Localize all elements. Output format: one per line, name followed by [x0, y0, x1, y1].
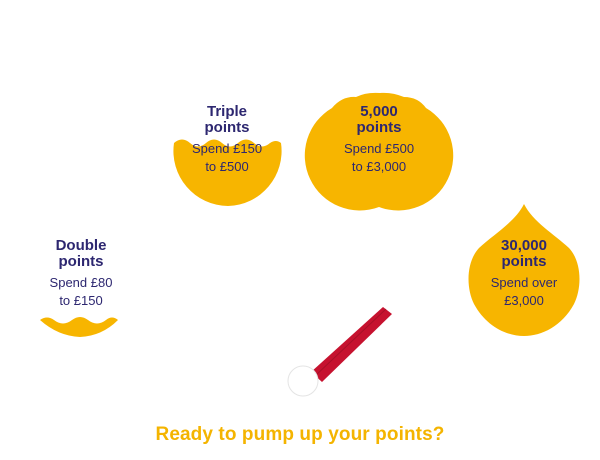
tier-spend-line2: to £500 — [205, 159, 249, 174]
tier-spend-range: Spend over £3,000 — [476, 274, 572, 310]
tier-title-line1: 30,000 — [501, 237, 547, 254]
tier-spend-range: Spend £80 to £150 — [36, 274, 126, 310]
tier-spend-range: Spend £150 to £500 — [182, 140, 272, 176]
tier-five-thousand-points: 5,000 points Spend £500 to £3,000 — [332, 104, 426, 176]
tier-title-line1: 5,000 — [360, 103, 398, 120]
tier-thirty-thousand-points: 30,000 points Spend over £3,000 — [476, 238, 572, 310]
tier-spend-range: Spend £500 to £3,000 — [332, 140, 426, 176]
gauge-hub — [287, 365, 319, 397]
tier-title-line1: Double — [55, 237, 107, 254]
tier-double-points: Double points Spend £80 to £150 — [36, 238, 126, 310]
five-thousand-points-liquid — [304, 92, 454, 211]
tier-title-line2: points — [356, 119, 402, 136]
triple-points-liquid — [173, 139, 282, 206]
tier-spend-line2: to £3,000 — [351, 159, 407, 174]
tier-spend-line2: to £150 — [59, 293, 103, 308]
double-points-liquid — [40, 317, 118, 337]
cta-headline: Ready to pump up your points? — [155, 424, 445, 445]
tier-title-line2: points — [501, 253, 547, 270]
thirty-thousand-points-drop — [468, 204, 580, 336]
tier-title-line2: points — [204, 119, 250, 136]
tier-spend-line1: Spend £150 — [191, 141, 263, 156]
tier-title-line2: points — [58, 253, 104, 270]
tier-spend-line1: Spend over — [490, 275, 558, 290]
tier-triple-points: Triple points Spend £150 to £500 — [182, 104, 272, 176]
tier-title-line1: Triple — [206, 103, 247, 120]
tier-spend-line1: Spend £500 — [343, 141, 415, 156]
tier-spend-line1: Spend £80 — [49, 275, 113, 290]
gauge-needle — [311, 307, 392, 382]
tier-spend-line2: £3,000 — [504, 293, 544, 308]
